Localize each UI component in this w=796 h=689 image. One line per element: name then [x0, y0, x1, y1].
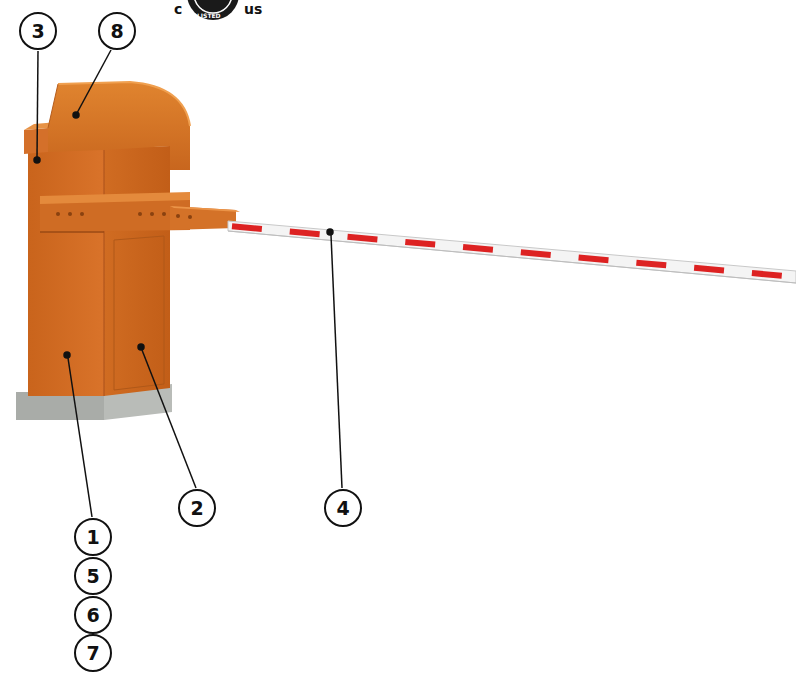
- callout-circle: 6: [74, 596, 112, 634]
- callout-circle: 8: [98, 12, 136, 50]
- callout-number: 2: [190, 499, 203, 518]
- ul-logo: [187, 0, 239, 20]
- logo-text: us: [244, 1, 262, 17]
- callout-number: 5: [86, 567, 99, 586]
- callout-circle: 4: [324, 489, 362, 527]
- callout-number: 8: [110, 22, 123, 41]
- callout-number: 6: [86, 606, 99, 625]
- logo-text: c: [174, 1, 182, 17]
- callout-circle: 3: [19, 12, 57, 50]
- cabinet-front: [28, 148, 104, 396]
- callout-circle: 7: [74, 634, 112, 672]
- callout-circle: 1: [74, 518, 112, 556]
- callout-circle: 2: [178, 489, 216, 527]
- cabinet-door: [104, 146, 170, 396]
- logo-text: LISTED: [197, 12, 221, 19]
- leader-lines: [34, 50, 342, 517]
- boom-arm: [228, 221, 796, 283]
- callout-number: 1: [86, 528, 99, 547]
- top-cover-left: [24, 128, 48, 154]
- callout-circle: 5: [74, 557, 112, 595]
- callout-number: 7: [86, 644, 99, 663]
- callout-number: 4: [336, 499, 349, 518]
- hood-cover: [48, 82, 190, 170]
- callout-number: 3: [31, 22, 44, 41]
